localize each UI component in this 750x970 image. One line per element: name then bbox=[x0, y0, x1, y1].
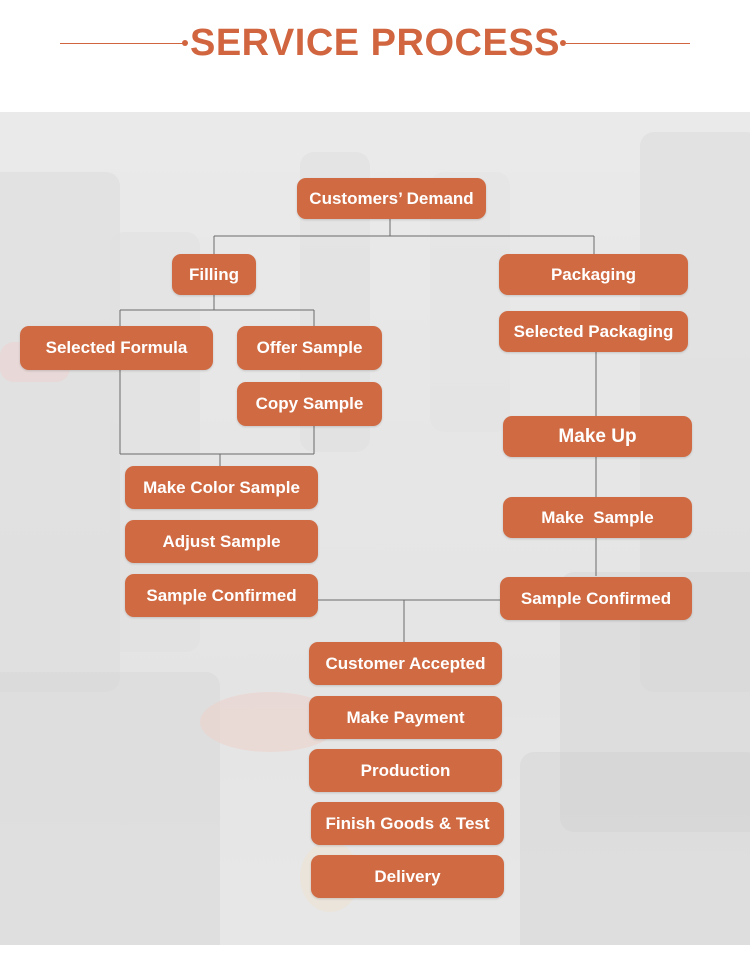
make-up-node: Make Up bbox=[503, 416, 692, 457]
title-line-left bbox=[60, 43, 185, 44]
title-dot-left bbox=[182, 40, 188, 46]
make-payment-node: Make Payment bbox=[309, 696, 502, 739]
title-line-right bbox=[566, 43, 690, 44]
customers-demand-node: Customers’ Demand bbox=[297, 178, 486, 219]
filling-node: Filling bbox=[172, 254, 256, 295]
sample-confirmed-left-node: Sample Confirmed bbox=[125, 574, 318, 617]
selected-formula-node: Selected Formula bbox=[20, 326, 213, 370]
offer-sample-node: Offer Sample bbox=[237, 326, 382, 370]
title-dot-right bbox=[560, 40, 566, 46]
production-node: Production bbox=[309, 749, 502, 792]
sample-confirmed-right-node: Sample Confirmed bbox=[500, 577, 692, 620]
make-sample-node: Make Sample bbox=[503, 497, 692, 538]
make-color-sample-node: Make Color Sample bbox=[125, 466, 318, 509]
copy-sample-node: Copy Sample bbox=[237, 382, 382, 426]
finish-goods-test-node: Finish Goods & Test bbox=[311, 802, 504, 845]
bottom-band bbox=[0, 945, 750, 970]
customer-accepted-node: Customer Accepted bbox=[309, 642, 502, 685]
selected-packaging-node: Selected Packaging bbox=[499, 311, 688, 352]
delivery-node: Delivery bbox=[311, 855, 504, 898]
packaging-node: Packaging bbox=[499, 254, 688, 295]
header: SERVICE PROCESS bbox=[0, 0, 750, 112]
page-title: SERVICE PROCESS bbox=[189, 22, 561, 64]
adjust-sample-node: Adjust Sample bbox=[125, 520, 318, 563]
